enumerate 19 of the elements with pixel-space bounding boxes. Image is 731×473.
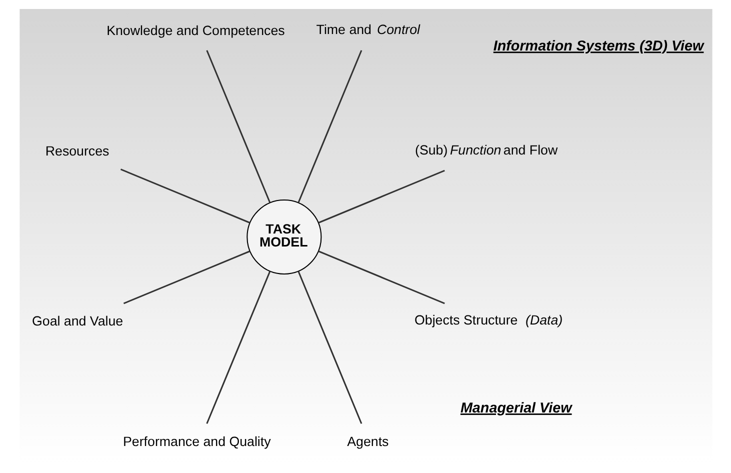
node-text: Goal and Value bbox=[32, 313, 123, 328]
connector bbox=[122, 250, 250, 304]
label: Information Systems (3D) View bbox=[492, 38, 704, 54]
node-text: Objects Structure (Data) bbox=[414, 312, 562, 328]
node-text: Agents bbox=[346, 433, 388, 448]
connector bbox=[120, 168, 250, 223]
node-text: Performance and Quality bbox=[122, 433, 270, 448]
node-text: (Sub)Function and Flow bbox=[414, 142, 558, 157]
label: Managerial View bbox=[460, 400, 572, 416]
connector bbox=[206, 270, 270, 424]
connector bbox=[297, 50, 362, 202]
node-circle: TASK MODEL bbox=[246, 198, 322, 274]
connector bbox=[297, 270, 362, 424]
connector bbox=[318, 169, 444, 223]
connector bbox=[318, 250, 444, 304]
node-text: Knowledge and Competences bbox=[106, 22, 284, 38]
node-text: Resources bbox=[44, 142, 109, 158]
connector bbox=[206, 50, 270, 202]
node-text: Time and Control bbox=[316, 22, 420, 37]
